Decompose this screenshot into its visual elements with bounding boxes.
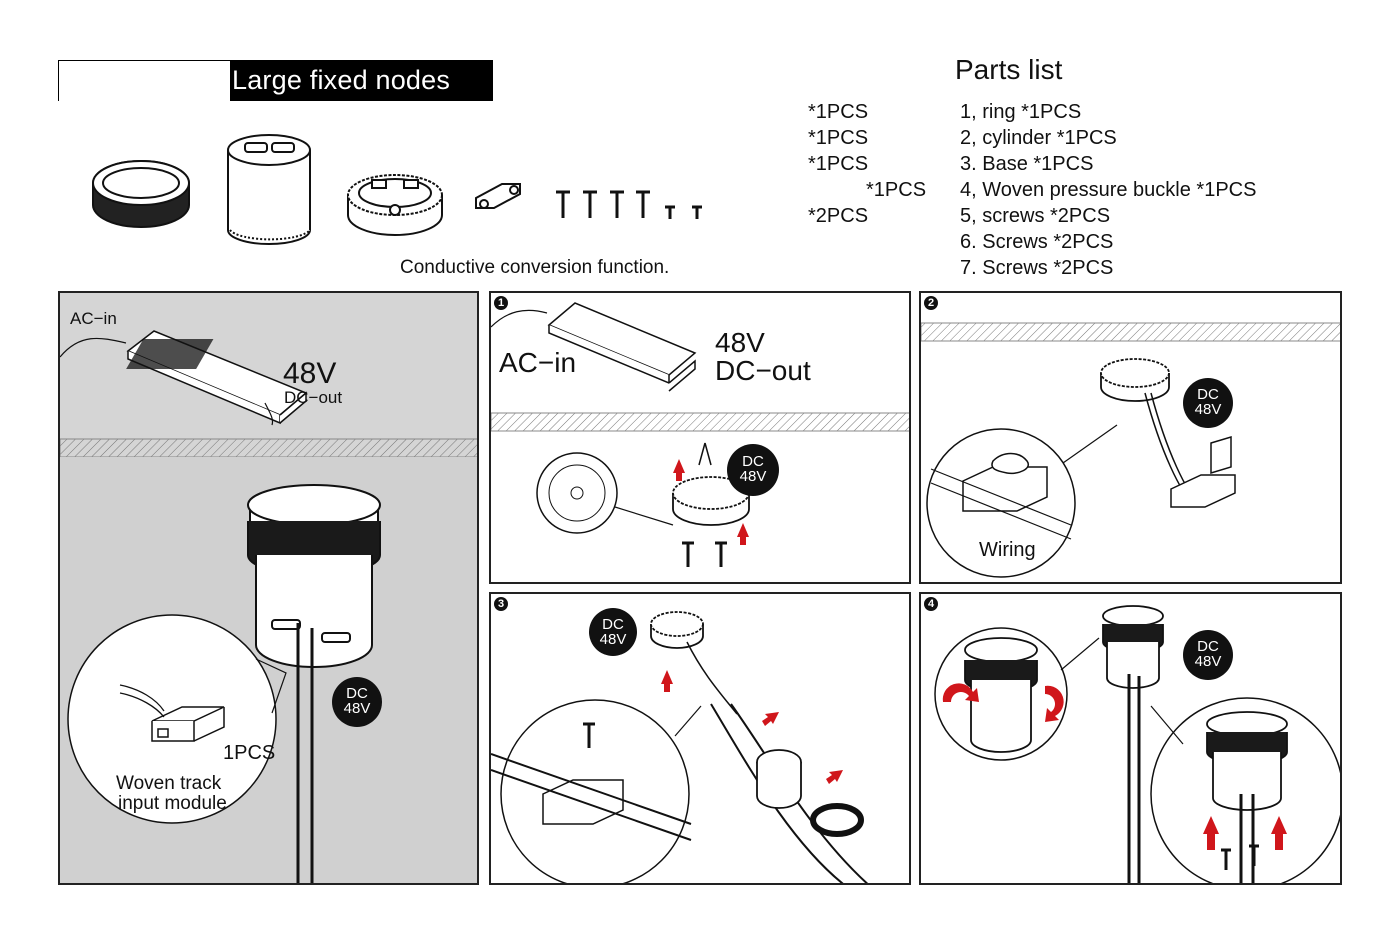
step-number: 1 xyxy=(494,296,508,310)
step-4-panel: 4 xyxy=(919,592,1342,885)
step-number: 2 xyxy=(924,296,938,310)
part-item: 3. Base *1PCS xyxy=(960,153,1094,175)
part-item: 7. Screws *2PCS xyxy=(960,257,1114,279)
step-4-illustration xyxy=(934,605,1340,883)
part-qty: *2PCS xyxy=(808,205,869,227)
module-name-line2: input module xyxy=(118,793,227,814)
part-item: 6. Screws *2PCS xyxy=(960,231,1114,253)
voltage-label: 48V xyxy=(283,357,337,390)
title-frame-left xyxy=(58,60,59,101)
ac-in-label: AC−in xyxy=(499,347,577,378)
dc-out-label: DC−out xyxy=(284,388,343,407)
module-qty-label: 1PCS xyxy=(223,742,276,764)
voltage-label: 48V xyxy=(715,327,765,358)
function-caption: Conductive conversion function. xyxy=(400,257,670,278)
step-number: 4 xyxy=(924,597,938,611)
part-item: 2, cylinder *1PCS xyxy=(960,127,1117,149)
step-2-illustration xyxy=(921,322,1340,578)
part-item: 4, Woven pressure buckle *1PCS xyxy=(960,179,1257,201)
part-qty: *1PCS xyxy=(808,101,869,123)
part-item: 5, screws *2PCS xyxy=(960,205,1111,227)
wiring-label: Wiring xyxy=(979,539,1036,561)
part-qty: *1PCS xyxy=(866,179,927,201)
ac-in-label: AC−in xyxy=(70,309,117,328)
components-illustration xyxy=(92,134,702,245)
part-item: 1, ring *1PCS xyxy=(960,101,1082,123)
step-1-illustration xyxy=(491,302,909,567)
buckle-part xyxy=(475,183,521,209)
page-title: Large fixed nodes xyxy=(230,60,493,101)
title-frame-top xyxy=(58,60,233,61)
ring-part xyxy=(92,160,190,228)
light-fixture xyxy=(247,484,381,668)
part-qty: *1PCS xyxy=(808,127,869,149)
part-qty: *1PCS xyxy=(808,153,869,175)
overview-illustration xyxy=(60,330,477,883)
module-name-line1: Woven track xyxy=(116,773,222,794)
step-3-illustration xyxy=(491,611,869,883)
screws-part xyxy=(556,190,702,219)
step-number: 3 xyxy=(494,597,508,611)
base-part xyxy=(347,174,443,236)
input-module xyxy=(151,706,225,742)
parts-list-heading: Parts list xyxy=(955,54,1063,85)
cylinder-part xyxy=(227,134,311,245)
dc-out-label: DC−out xyxy=(715,355,811,386)
